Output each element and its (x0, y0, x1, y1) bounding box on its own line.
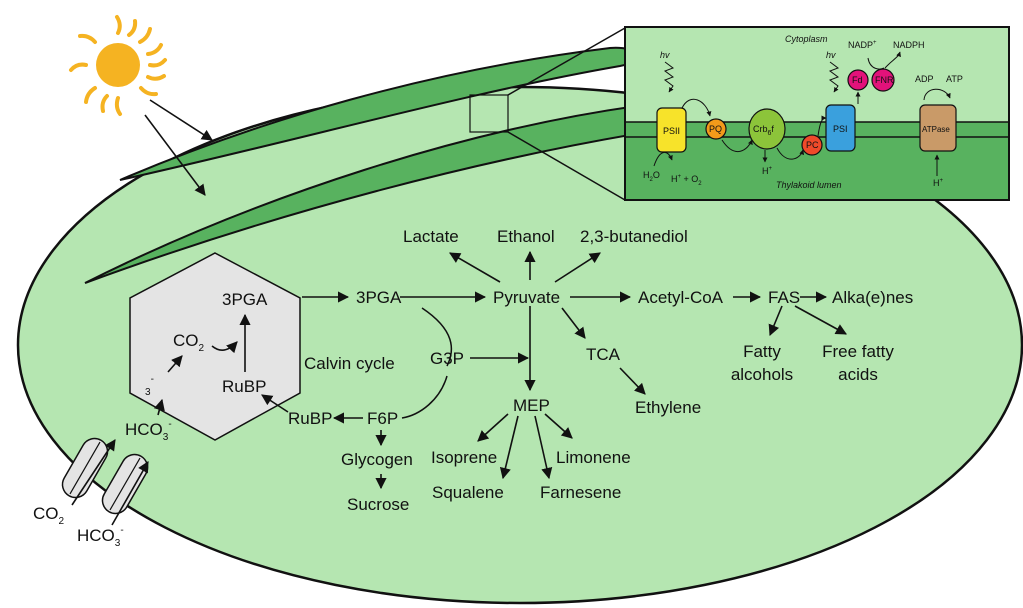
psii-complex (656, 107, 687, 153)
fnr-label: FNR (875, 75, 894, 85)
label-lactate: Lactate (403, 227, 459, 246)
sun-icon (69, 15, 167, 116)
pc-carrier (801, 134, 823, 156)
inset-hv2: hv (826, 50, 836, 60)
calvin-hco3: 3- (145, 374, 154, 398)
calvin-cycle-hexagon (129, 252, 301, 441)
hco3-cytosol-label: HCO3- (125, 419, 172, 443)
label-3pga: 3PGA (356, 288, 402, 307)
co2-uptake-arrow (71, 439, 116, 506)
calvin-cycle-label: Calvin cycle (304, 354, 395, 373)
label-tca: TCA (586, 345, 621, 364)
label-g3p: G3P (430, 349, 464, 368)
label-alkenes: Alka(e)nes (832, 288, 913, 307)
fnr-enzyme (871, 68, 895, 92)
h2o-label: H2O (643, 170, 660, 183)
zoom-box (469, 94, 509, 133)
light-arrow-2 (149, 99, 213, 141)
label-fas: FAS (768, 288, 800, 307)
inset-hv1: hv (660, 50, 670, 60)
label-farnesene: Farnesene (540, 483, 621, 502)
label-isoprene: Isoprene (431, 448, 497, 467)
co2-fixation-arrow (211, 341, 238, 354)
adp-label: ADP (915, 74, 934, 84)
psi-label: PSI (833, 124, 848, 134)
h-cyt-label: H+ (762, 166, 773, 176)
label-free-fatty-acids: Free fatty (822, 342, 894, 361)
label-fatty-alcohols-2: alcohols (731, 365, 793, 384)
nadp-label: NADP+ (848, 40, 877, 50)
photon-squiggle-2 (828, 61, 840, 93)
fd-carrier (847, 69, 869, 91)
co2-transporter (61, 437, 109, 499)
hplus-o2-label: H+ + O2 (671, 174, 702, 187)
light-arrow-1 (144, 114, 206, 196)
label-fatty-alcohols: Fatty (743, 342, 781, 361)
cytb6f-complex (748, 108, 786, 150)
calvin-co2: CO2 (173, 331, 205, 354)
label-acetylcoa: Acetyl-CoA (638, 288, 724, 307)
psi-complex (825, 104, 856, 152)
label-pyruvate: Pyruvate (493, 288, 560, 307)
calvin-3pga: 3PGA (222, 290, 268, 309)
label-free-fatty-acids-2: acids (838, 365, 878, 384)
calvin-rubp: RuBP (222, 377, 266, 396)
co2-external-label: CO2 (33, 504, 65, 527)
hco3-uptake-arrow (111, 461, 149, 526)
label-sucrose: Sucrose (347, 495, 409, 514)
atp-label: ATP (946, 74, 963, 84)
label-ethanol: Ethanol (497, 227, 555, 246)
hco3-external-label: HCO3- (77, 525, 124, 549)
label-butanediol: 2,3-butanediol (580, 227, 688, 246)
fd-label: Fd (852, 75, 863, 85)
hco3-into-hexagon-arrow (153, 398, 165, 416)
label-mep: MEP (513, 396, 550, 415)
label-f6p: F6P (367, 409, 398, 428)
inset-cytoplasm: Cytoplasm (785, 34, 828, 44)
label-glycogen: Glycogen (341, 450, 413, 469)
inset-lumen: Thylakoid lumen (776, 180, 842, 190)
pc-label: PC (806, 140, 819, 150)
electron-transport-inset: Cytoplasm Thylakoid lumen hv hv PSII PQ … (624, 26, 1010, 201)
cytb6f-label: Crb6f (753, 124, 774, 137)
nadph-label: NADPH (893, 40, 925, 50)
label-rubp: RuBP (288, 409, 332, 428)
pq-carrier (705, 118, 727, 140)
label-ethylene: Ethylene (635, 398, 701, 417)
atpase-label: ATPase (922, 125, 950, 134)
photon-squiggle-1 (663, 61, 675, 93)
pathway-arrows (261, 250, 847, 490)
hco3-transporter (101, 453, 149, 515)
label-squalene: Squalene (432, 483, 504, 502)
pq-label: PQ (709, 124, 722, 134)
label-limonene: Limonene (556, 448, 631, 467)
atpase-complex (919, 104, 957, 152)
hco3-to-co2-arrow (167, 355, 183, 373)
psii-label: PSII (663, 126, 680, 136)
h-atpase-label: H+ (933, 178, 944, 188)
